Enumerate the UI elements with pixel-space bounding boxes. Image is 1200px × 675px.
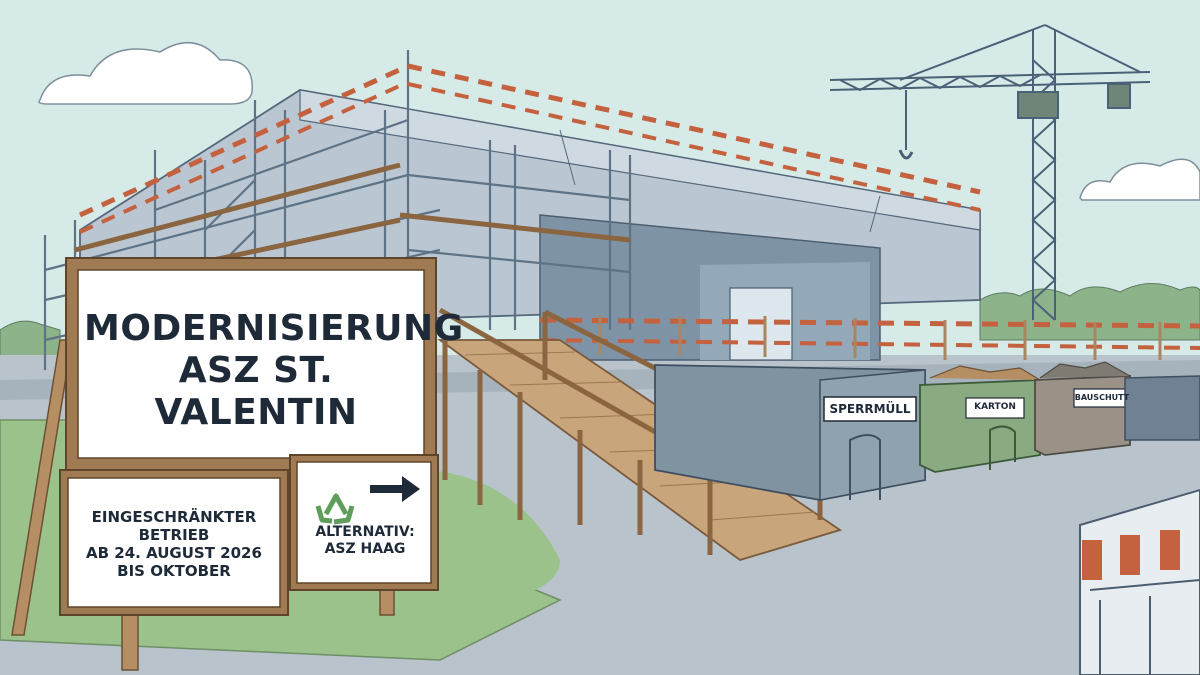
roof-barrier <box>78 63 981 234</box>
info-sign-line2: AB 24. AUGUST 2026 <box>86 544 262 562</box>
info-sign-text: EINGESCHRÄNKTER BETRIEB AB 24. AUGUST 20… <box>68 508 280 580</box>
cloud-left <box>38 41 253 105</box>
main-sign-line1: MODERNISIERUNG <box>84 308 464 349</box>
yard-fence <box>539 315 1200 360</box>
wooden-ramp <box>437 307 843 561</box>
main-sign-title: MODERNISIERUNG ASZ ST. VALENTIN <box>84 308 464 434</box>
alternative-sign-line1: ALTERNATIV: <box>315 524 415 540</box>
main-sign-line2: ASZ ST. VALENTIN <box>154 350 358 433</box>
cloud-right <box>1079 158 1200 201</box>
crane <box>829 24 1151 321</box>
container-label-bauschutt: BAUSCHUTT <box>1074 393 1130 402</box>
container-sperrmuell <box>654 364 926 501</box>
alternative-sign-board <box>289 454 439 591</box>
main-sign <box>65 257 437 471</box>
info-sign-line3: BIS OKTOBER <box>117 562 231 580</box>
info-sign-board <box>59 469 289 616</box>
container-label-sperrmuell: SPERRMÜLL <box>829 402 911 416</box>
alternative-sign-line2: ASZ HAAG <box>324 541 406 557</box>
grass-patch <box>430 470 560 610</box>
recycling-icon <box>315 493 355 525</box>
container-karton <box>919 365 1041 473</box>
foreground-barrier <box>1079 488 1200 675</box>
alternative-sign-text: ALTERNATIV: ASZ HAAG <box>296 524 434 558</box>
container-label-karton: KARTON <box>974 402 1016 412</box>
arrow-right-icon <box>370 476 420 502</box>
container-bauschutt <box>1034 361 1131 456</box>
container-grey <box>1124 375 1200 441</box>
info-sign-line1: EINGESCHRÄNKTER BETRIEB <box>91 508 257 544</box>
